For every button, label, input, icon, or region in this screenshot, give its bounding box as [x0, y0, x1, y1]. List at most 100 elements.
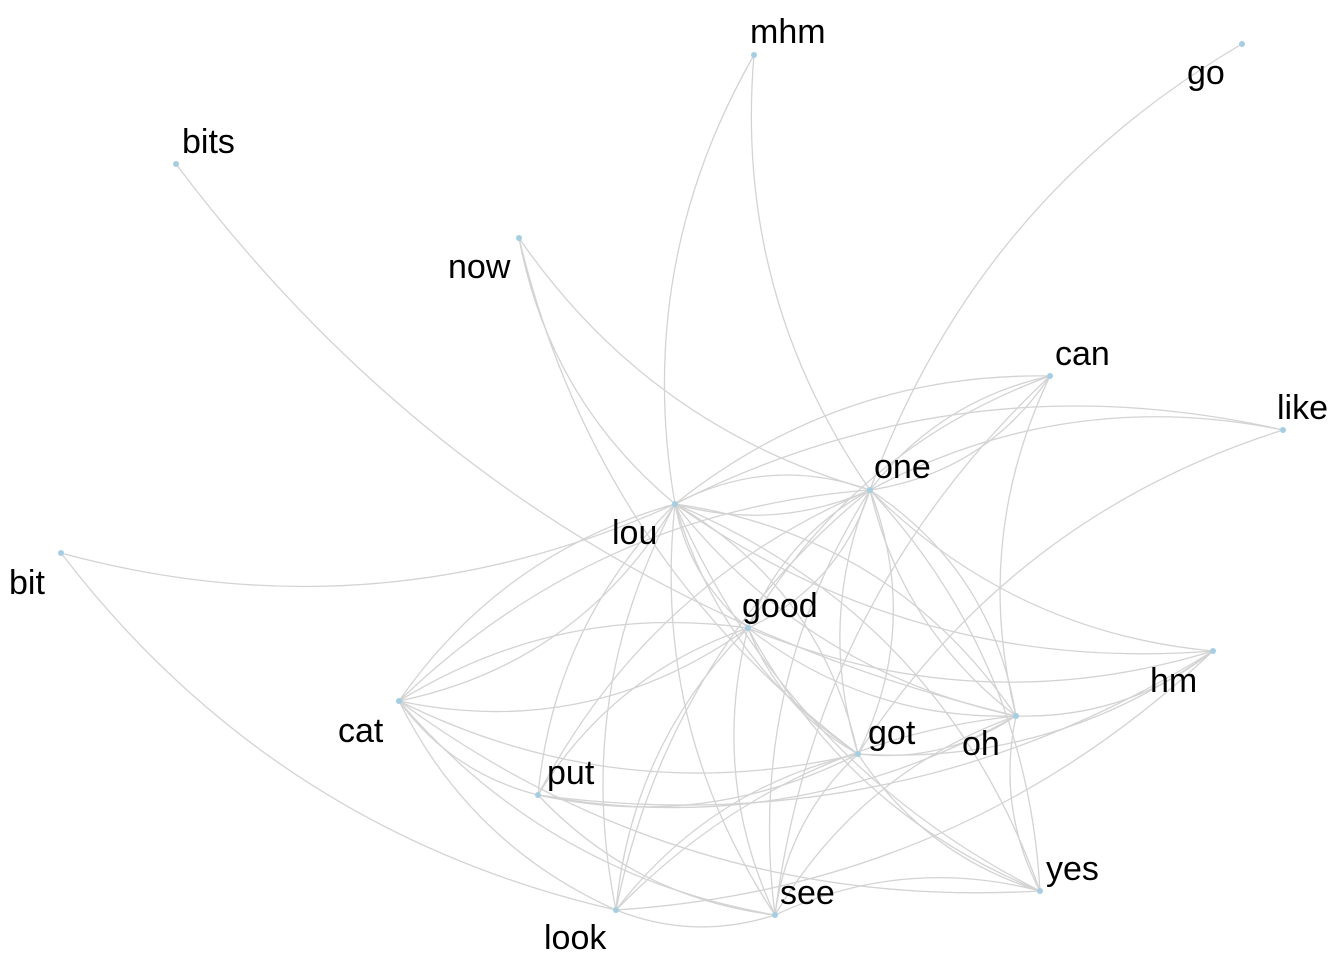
edge-good-hm: [747, 627, 1214, 683]
node-hm[interactable]: [1210, 648, 1216, 654]
edge-lou-yes: [674, 503, 1041, 892]
edge-bit-look: [60, 552, 617, 911]
edge-good-yes: [747, 627, 1041, 892]
edge-like-got: [857, 429, 1284, 755]
edge-cat-yes: [398, 700, 1041, 894]
node-see[interactable]: [772, 912, 778, 918]
edge-can-see: [774, 375, 1051, 916]
edge-got-see: [774, 753, 859, 916]
edge-lou-hm: [674, 503, 1214, 655]
node-label-bit: bit: [9, 564, 45, 602]
node-label-mhm: mhm: [750, 13, 826, 51]
edge-oh-yes: [1009, 715, 1041, 892]
nodes-layer: [58, 41, 1286, 918]
edge-now-got: [518, 237, 859, 755]
edge-bit-lou: [60, 503, 676, 588]
edge-like-lou: [674, 405, 1284, 505]
node-can[interactable]: [1047, 373, 1053, 379]
edge-lou-cat: [398, 503, 676, 702]
edge-one-hm: [869, 489, 1214, 652]
node-label-look: look: [544, 919, 607, 957]
node-go[interactable]: [1239, 41, 1245, 47]
edge-put-got: [537, 753, 859, 808]
node-label-oh: oh: [962, 725, 1000, 763]
edge-lou-oh: [674, 503, 1017, 717]
node-got[interactable]: [855, 751, 861, 757]
edge-one-oh: [869, 489, 1017, 717]
edge-yes-see: [774, 877, 1041, 916]
edge-bits-oh: [175, 163, 1017, 717]
node-cat[interactable]: [396, 698, 402, 704]
edge-good-cat: [398, 627, 749, 713]
node-bit[interactable]: [58, 550, 64, 556]
edge-lou-good: [674, 503, 749, 629]
edges-layer: [60, 43, 1284, 928]
edge-cat-got: [398, 700, 859, 774]
edge-can-one: [869, 375, 1051, 491]
edge-good-see: [733, 627, 776, 916]
node-one[interactable]: [867, 487, 873, 493]
node-label-put: put: [547, 754, 595, 792]
edge-got-look: [615, 753, 859, 911]
edge-look-see: [615, 909, 776, 928]
node-look[interactable]: [613, 907, 619, 913]
node-oh[interactable]: [1013, 713, 1019, 719]
edge-like-one: [869, 416, 1284, 491]
edge-lou-yes: [674, 503, 1041, 892]
edge-mhm-one: [750, 54, 871, 491]
node-label-good: good: [742, 587, 818, 625]
edge-put-oh: [537, 715, 1017, 809]
node-put[interactable]: [535, 792, 541, 798]
node-lou[interactable]: [672, 501, 678, 507]
node-label-now: now: [448, 248, 511, 286]
node-like[interactable]: [1280, 427, 1286, 433]
node-now[interactable]: [516, 235, 522, 241]
node-good[interactable]: [745, 625, 751, 631]
edge-good-put: [537, 627, 749, 796]
edge-one-put: [537, 489, 871, 796]
edge-can-oh: [999, 375, 1051, 717]
edge-look-hm: [615, 650, 1214, 911]
node-label-cat: cat: [338, 712, 384, 750]
edge-can-one: [869, 375, 1051, 491]
edge-oh-hm: [1015, 650, 1214, 717]
edge-lou-look: [602, 503, 676, 911]
node-label-got: got: [868, 714, 916, 752]
node-label-go: go: [1187, 54, 1225, 92]
edge-one-see: [768, 489, 871, 916]
edge-mhm-lou: [663, 54, 755, 505]
edge-put-see: [537, 794, 776, 916]
edge-lou-one: [674, 489, 871, 516]
edge-put-hm: [537, 650, 1214, 806]
edge-lou-got: [674, 503, 859, 755]
node-label-hm: hm: [1150, 662, 1197, 700]
edge-good-got: [747, 627, 859, 755]
edge-good-oh: [747, 627, 1017, 717]
edge-good-cat: [398, 621, 749, 702]
node-yes[interactable]: [1037, 888, 1043, 894]
edge-lou-cat: [398, 503, 676, 702]
edge-now-one: [518, 237, 871, 491]
node-bits[interactable]: [173, 161, 179, 167]
node-label-lou: lou: [612, 514, 657, 552]
node-mhm[interactable]: [751, 52, 757, 58]
node-label-see: see: [780, 874, 835, 912]
node-label-like: like: [1277, 389, 1328, 427]
node-label-bits: bits: [182, 123, 235, 161]
edge-now-lou: [518, 237, 676, 505]
edge-cat-see: [398, 700, 776, 916]
edge-lou-got: [674, 503, 859, 755]
edge-yes-one: [869, 489, 1041, 892]
node-label-yes: yes: [1046, 850, 1099, 888]
edge-oh-see: [774, 715, 1017, 916]
edge-good-look: [615, 627, 749, 911]
node-label-can: can: [1055, 335, 1110, 373]
edge-lou-one: [674, 474, 871, 505]
edge-got-yes: [857, 753, 1041, 892]
edge-can-lou: [674, 375, 1051, 505]
edge-cat-put: [398, 700, 539, 796]
edge-lou-see: [670, 503, 776, 916]
edge-cat-look: [398, 700, 617, 911]
